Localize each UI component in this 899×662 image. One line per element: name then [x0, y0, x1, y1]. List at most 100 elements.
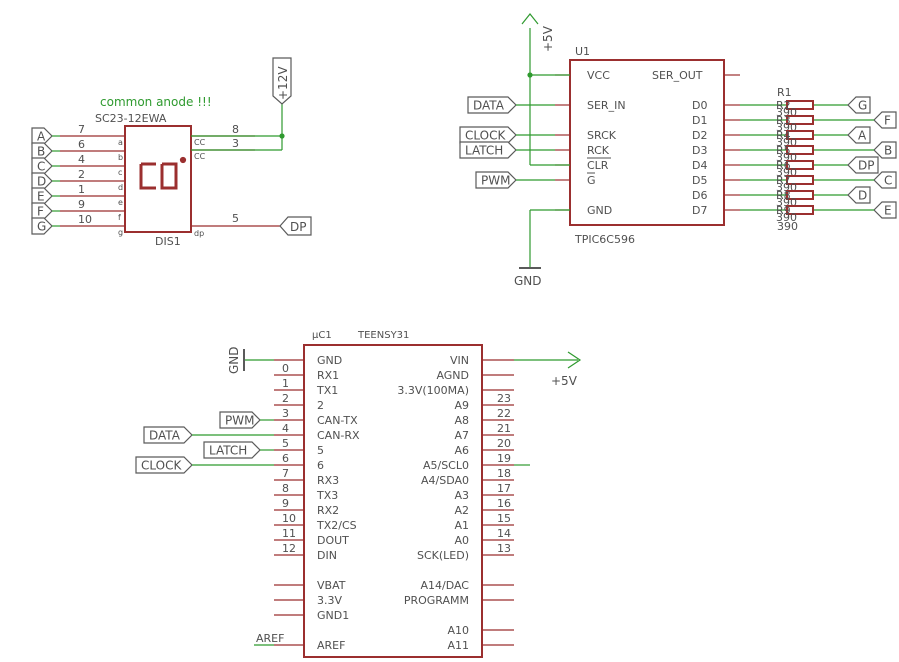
mcu-pin-name: TX2/CS [316, 519, 357, 532]
mcu-pin-num: 15 [497, 512, 511, 525]
mcu-pin-name: A3 [454, 489, 469, 502]
display-pin-pad: d [118, 183, 123, 192]
resistor-name: R8 [776, 189, 791, 202]
driver-latch-label: LATCH [465, 144, 503, 158]
driver-pwm-label: PWM [481, 174, 510, 188]
driver-pin-name: SRCK [587, 129, 617, 142]
display-pin-pad: a [118, 138, 123, 147]
display-dp-label: DP [290, 220, 306, 234]
output-dp-flag [847, 156, 879, 174]
mcu-data-flag [143, 426, 193, 444]
display-name: DIS1 [155, 235, 181, 248]
mcu-gnd-label: GND [227, 346, 241, 374]
display-pin-f-label: F [37, 205, 44, 219]
mcu-pin-name: DOUT [317, 534, 349, 547]
resistor-name: R6 [776, 159, 791, 172]
mcu-pin-right: VIN+5V [450, 351, 582, 388]
display-value: SC23-12EWA [95, 112, 167, 125]
display-pin-b-flag [31, 142, 53, 160]
driver-data-flag [467, 96, 517, 114]
display-supply: +12V [191, 57, 292, 151]
mcu-pin-right: SCK(LED)13 [417, 542, 514, 562]
mcu-5v-arrow [567, 351, 582, 369]
resistor-name: R5 [776, 144, 791, 157]
driver-clock-label: CLOCK [465, 129, 506, 143]
resistor-name: R7 [776, 174, 791, 187]
supply-5v-arrow [521, 13, 539, 25]
mcu-pin-name: RX2 [317, 504, 339, 517]
mcu-pin-name: GND1 [317, 609, 349, 622]
resistor-array-value: 390 [777, 220, 798, 233]
display-pin-a-label: A [37, 130, 46, 144]
mcu-clock-flag [135, 456, 193, 474]
display-pin-d-flag [31, 172, 53, 190]
driver-latch-flag [459, 141, 517, 159]
mcu-aref-label: AREF [256, 632, 284, 645]
display-pin-f-flag [31, 202, 53, 220]
mcu-pin-right: A10 [447, 624, 514, 637]
mcu-left-pins: GNDGNDRX10TX1122CAN-TX3PWMCAN-RX4DATA55L… [135, 346, 360, 652]
driver-output-name: D6 [692, 189, 707, 202]
mcu-pin-right: PROGRAMM [404, 594, 514, 607]
mcu-value: TEENSY31 [357, 330, 409, 341]
display-pin-pad: g [118, 228, 123, 237]
mcu-pin-name: A2 [454, 504, 469, 517]
mcu-right-pins: VIN+5VAGND3.3V(100MA)A923A822A721A620A5/… [397, 351, 582, 652]
mcu-pin-name: A4/SDA0 [421, 474, 469, 487]
output-a-label: A [858, 129, 867, 143]
driver-pin-name: VCC [587, 69, 610, 82]
display-note: common anode !!! [100, 95, 212, 109]
mcu-pin-right: AGND [436, 369, 514, 382]
mcu-pin-name: 5 [317, 444, 324, 457]
mcu-pin-name: CAN-TX [317, 414, 358, 427]
resistor-name: R4 [776, 129, 791, 142]
display-dp-pin: dp 5 DP [191, 212, 312, 238]
display-pin-num: 6 [78, 138, 85, 151]
mcu-name: μC1 [312, 330, 332, 341]
display-pin-pad: f [118, 213, 121, 222]
supply-12v-label: +12V [276, 66, 290, 100]
mcu-pin-name: A8 [454, 414, 469, 427]
mcu-pin-name: A0 [454, 534, 469, 547]
mcu-pin-name: AGND [436, 369, 469, 382]
mcu-pin-name: A6 [454, 444, 469, 457]
mcu-pin-name: A10 [447, 624, 469, 637]
output-c-flag [873, 171, 897, 189]
driver-output-name: D1 [692, 114, 707, 127]
mcu-pin-name: A11 [447, 639, 469, 652]
display-body [124, 125, 192, 233]
display-pin-pad: b [118, 153, 123, 162]
mcu-pin-name: 6 [317, 459, 324, 472]
mcu-clock-label: CLOCK [141, 459, 182, 473]
mcu-pin-num: 1 [282, 377, 289, 390]
mcu-pin-right: A11 [447, 639, 514, 652]
display-pin-pad: c [118, 168, 122, 177]
mcu-pwm-label: PWM [225, 414, 254, 428]
mcu-data-label: DATA [149, 429, 181, 443]
mcu-latch-flag [203, 441, 261, 459]
mcu-pin-name: RX3 [317, 474, 339, 487]
driver-pin-srck: SRCK CLOCK [459, 126, 617, 144]
mcu-pwm-flag [219, 411, 261, 429]
